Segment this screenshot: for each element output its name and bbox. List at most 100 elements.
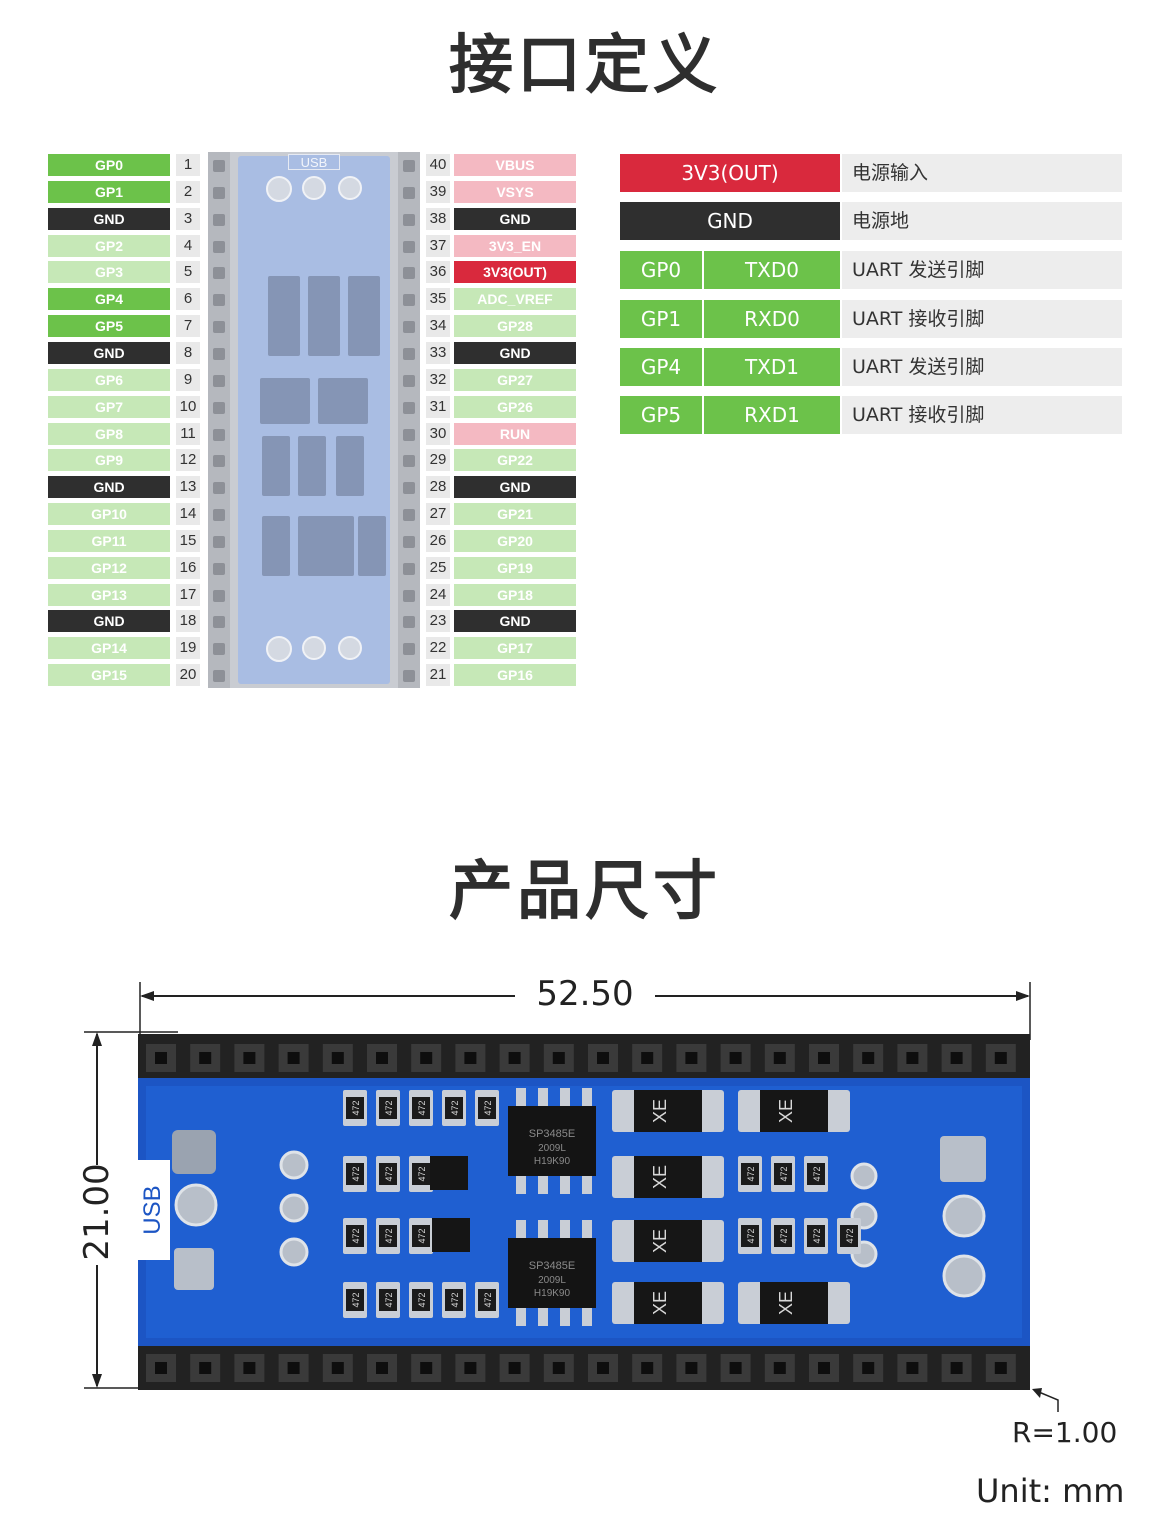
mount-hole (338, 176, 362, 200)
resistor-label: 472 (384, 1228, 394, 1243)
resistor-label: 472 (384, 1100, 394, 1115)
height-arrow-bottom (92, 1374, 102, 1388)
resistor-label: 472 (417, 1228, 427, 1243)
header-hole (403, 509, 415, 522)
pin-number: 34 (426, 315, 450, 338)
header-socket-hole (862, 1362, 875, 1374)
header-socket-hole (243, 1052, 256, 1064)
header-socket-hole (685, 1362, 698, 1374)
pin-number: 24 (426, 583, 450, 606)
resistor-body (379, 1289, 397, 1311)
header-socket-hole (331, 1052, 344, 1064)
pin-number: 38 (426, 207, 450, 230)
header-socket-hole (641, 1052, 654, 1064)
header-hole (213, 670, 225, 683)
resistor-label: 472 (450, 1100, 460, 1115)
pin-label: GP6 (48, 368, 170, 391)
resistor-label: 472 (417, 1292, 427, 1307)
resistor-body (774, 1225, 792, 1247)
chip-pin (516, 1176, 526, 1194)
header-socket-hole (376, 1362, 388, 1374)
function-pin-cell: GP5 (620, 396, 702, 434)
header-hole (213, 455, 225, 468)
chip-pin (560, 1176, 570, 1194)
function-signal-cell: RXD0 (704, 300, 840, 338)
function-pin-cell: GND (620, 202, 840, 240)
resistor-label: 472 (450, 1292, 460, 1307)
pin-label: VSYS (454, 180, 576, 203)
resistor-body (412, 1163, 430, 1185)
pin-label: ADC_VREF (454, 288, 576, 311)
header-socket-hole (199, 1052, 212, 1064)
function-signal-cell: RXD1 (704, 396, 840, 434)
pin-label: GP16 (454, 664, 576, 687)
pin-label: GP11 (48, 529, 170, 552)
resistor-array (348, 276, 380, 356)
header-socket-hole (287, 1362, 300, 1374)
pin-number: 26 (426, 529, 450, 552)
function-description: 电源输入 (842, 154, 1122, 192)
chip-pin (538, 1220, 548, 1238)
pin-label: GP20 (454, 529, 576, 552)
pin-number: 11 (176, 422, 200, 445)
header-hole (403, 535, 415, 548)
resistor-label: 472 (746, 1166, 756, 1181)
header-socket-hole (994, 1362, 1007, 1374)
function-description: UART 发送引脚 (842, 251, 1122, 289)
width-arrow-right (1016, 991, 1030, 1001)
pico-board-image: USB (208, 152, 420, 688)
header-socket-hole (773, 1052, 786, 1064)
header-socket-hole (906, 1052, 919, 1064)
header-hole (213, 535, 225, 548)
header-socket-hole (685, 1052, 698, 1064)
resistor-body (840, 1225, 858, 1247)
mount-hole (266, 176, 292, 202)
header-socket-hole (508, 1362, 521, 1374)
tvs-diode (262, 436, 290, 496)
header-hole (403, 294, 415, 307)
pin-label: GP3 (48, 261, 170, 284)
function-signal-cell: TXD0 (704, 251, 840, 289)
transistor (432, 1218, 470, 1252)
header-hole (213, 482, 225, 495)
resistor-body (774, 1163, 792, 1185)
via-pad (279, 1193, 309, 1223)
pin-number: 35 (426, 288, 450, 311)
tvs-diode-body (760, 1282, 828, 1324)
resistor-label: 472 (351, 1100, 361, 1115)
pin-label: RUN (454, 422, 576, 445)
pin-label: GP5 (48, 315, 170, 338)
chip-pin (538, 1088, 548, 1106)
resistor-label: 472 (779, 1228, 789, 1243)
header-socket-hole (597, 1362, 609, 1374)
resistor-body (379, 1163, 397, 1185)
pin-number: 32 (426, 368, 450, 391)
tvs-diode (298, 436, 326, 496)
mount-hole (338, 636, 362, 660)
function-description: UART 发送引脚 (842, 348, 1122, 386)
chip-pin (582, 1176, 592, 1194)
resistor-body (807, 1225, 825, 1247)
header-hole (213, 643, 225, 656)
function-pin-cell: GP4 (620, 348, 702, 386)
resistor-body (412, 1097, 430, 1119)
pin-number: 12 (176, 449, 200, 472)
pin-label: GND (48, 341, 170, 364)
tvs-diode (358, 516, 386, 576)
header-hole (213, 401, 225, 414)
header-socket-hole (641, 1362, 654, 1374)
